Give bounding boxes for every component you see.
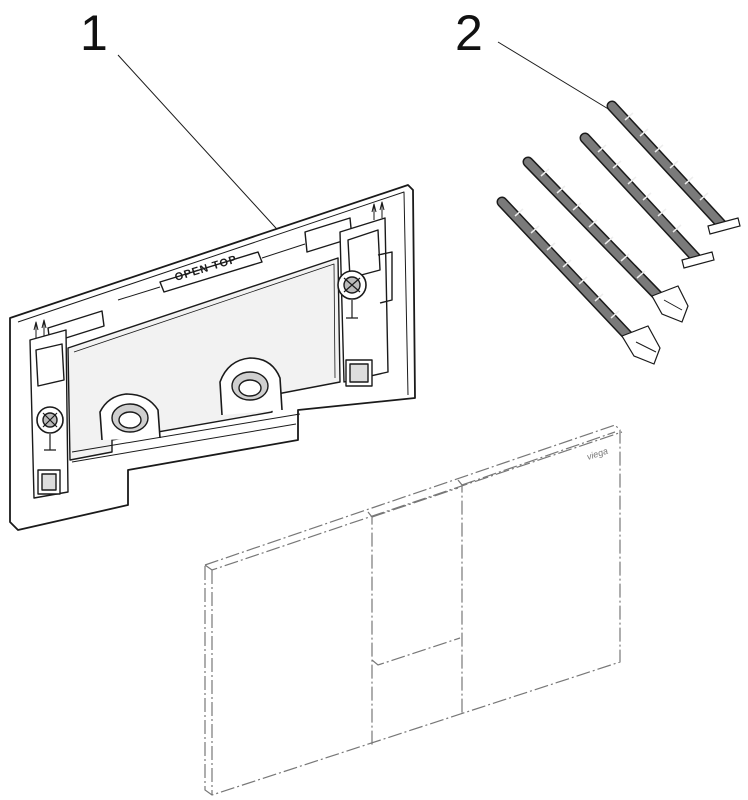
plate-brand-mark: viega [586, 446, 610, 462]
mounting-frame-icon [9, 184, 416, 531]
callout-number-1: 1 [80, 5, 108, 61]
flush-plate-icon [204, 424, 623, 796]
threaded-rod-3 [522, 156, 689, 323]
callout-number-2: 2 [455, 5, 483, 61]
threaded-rod-1 [606, 100, 741, 235]
leader-line-1 [117, 54, 286, 239]
threaded-rod-4 [496, 196, 661, 365]
threaded-rod-icon [496, 100, 741, 365]
threaded-rod-2 [579, 132, 715, 269]
leader-line-2 [497, 41, 611, 111]
